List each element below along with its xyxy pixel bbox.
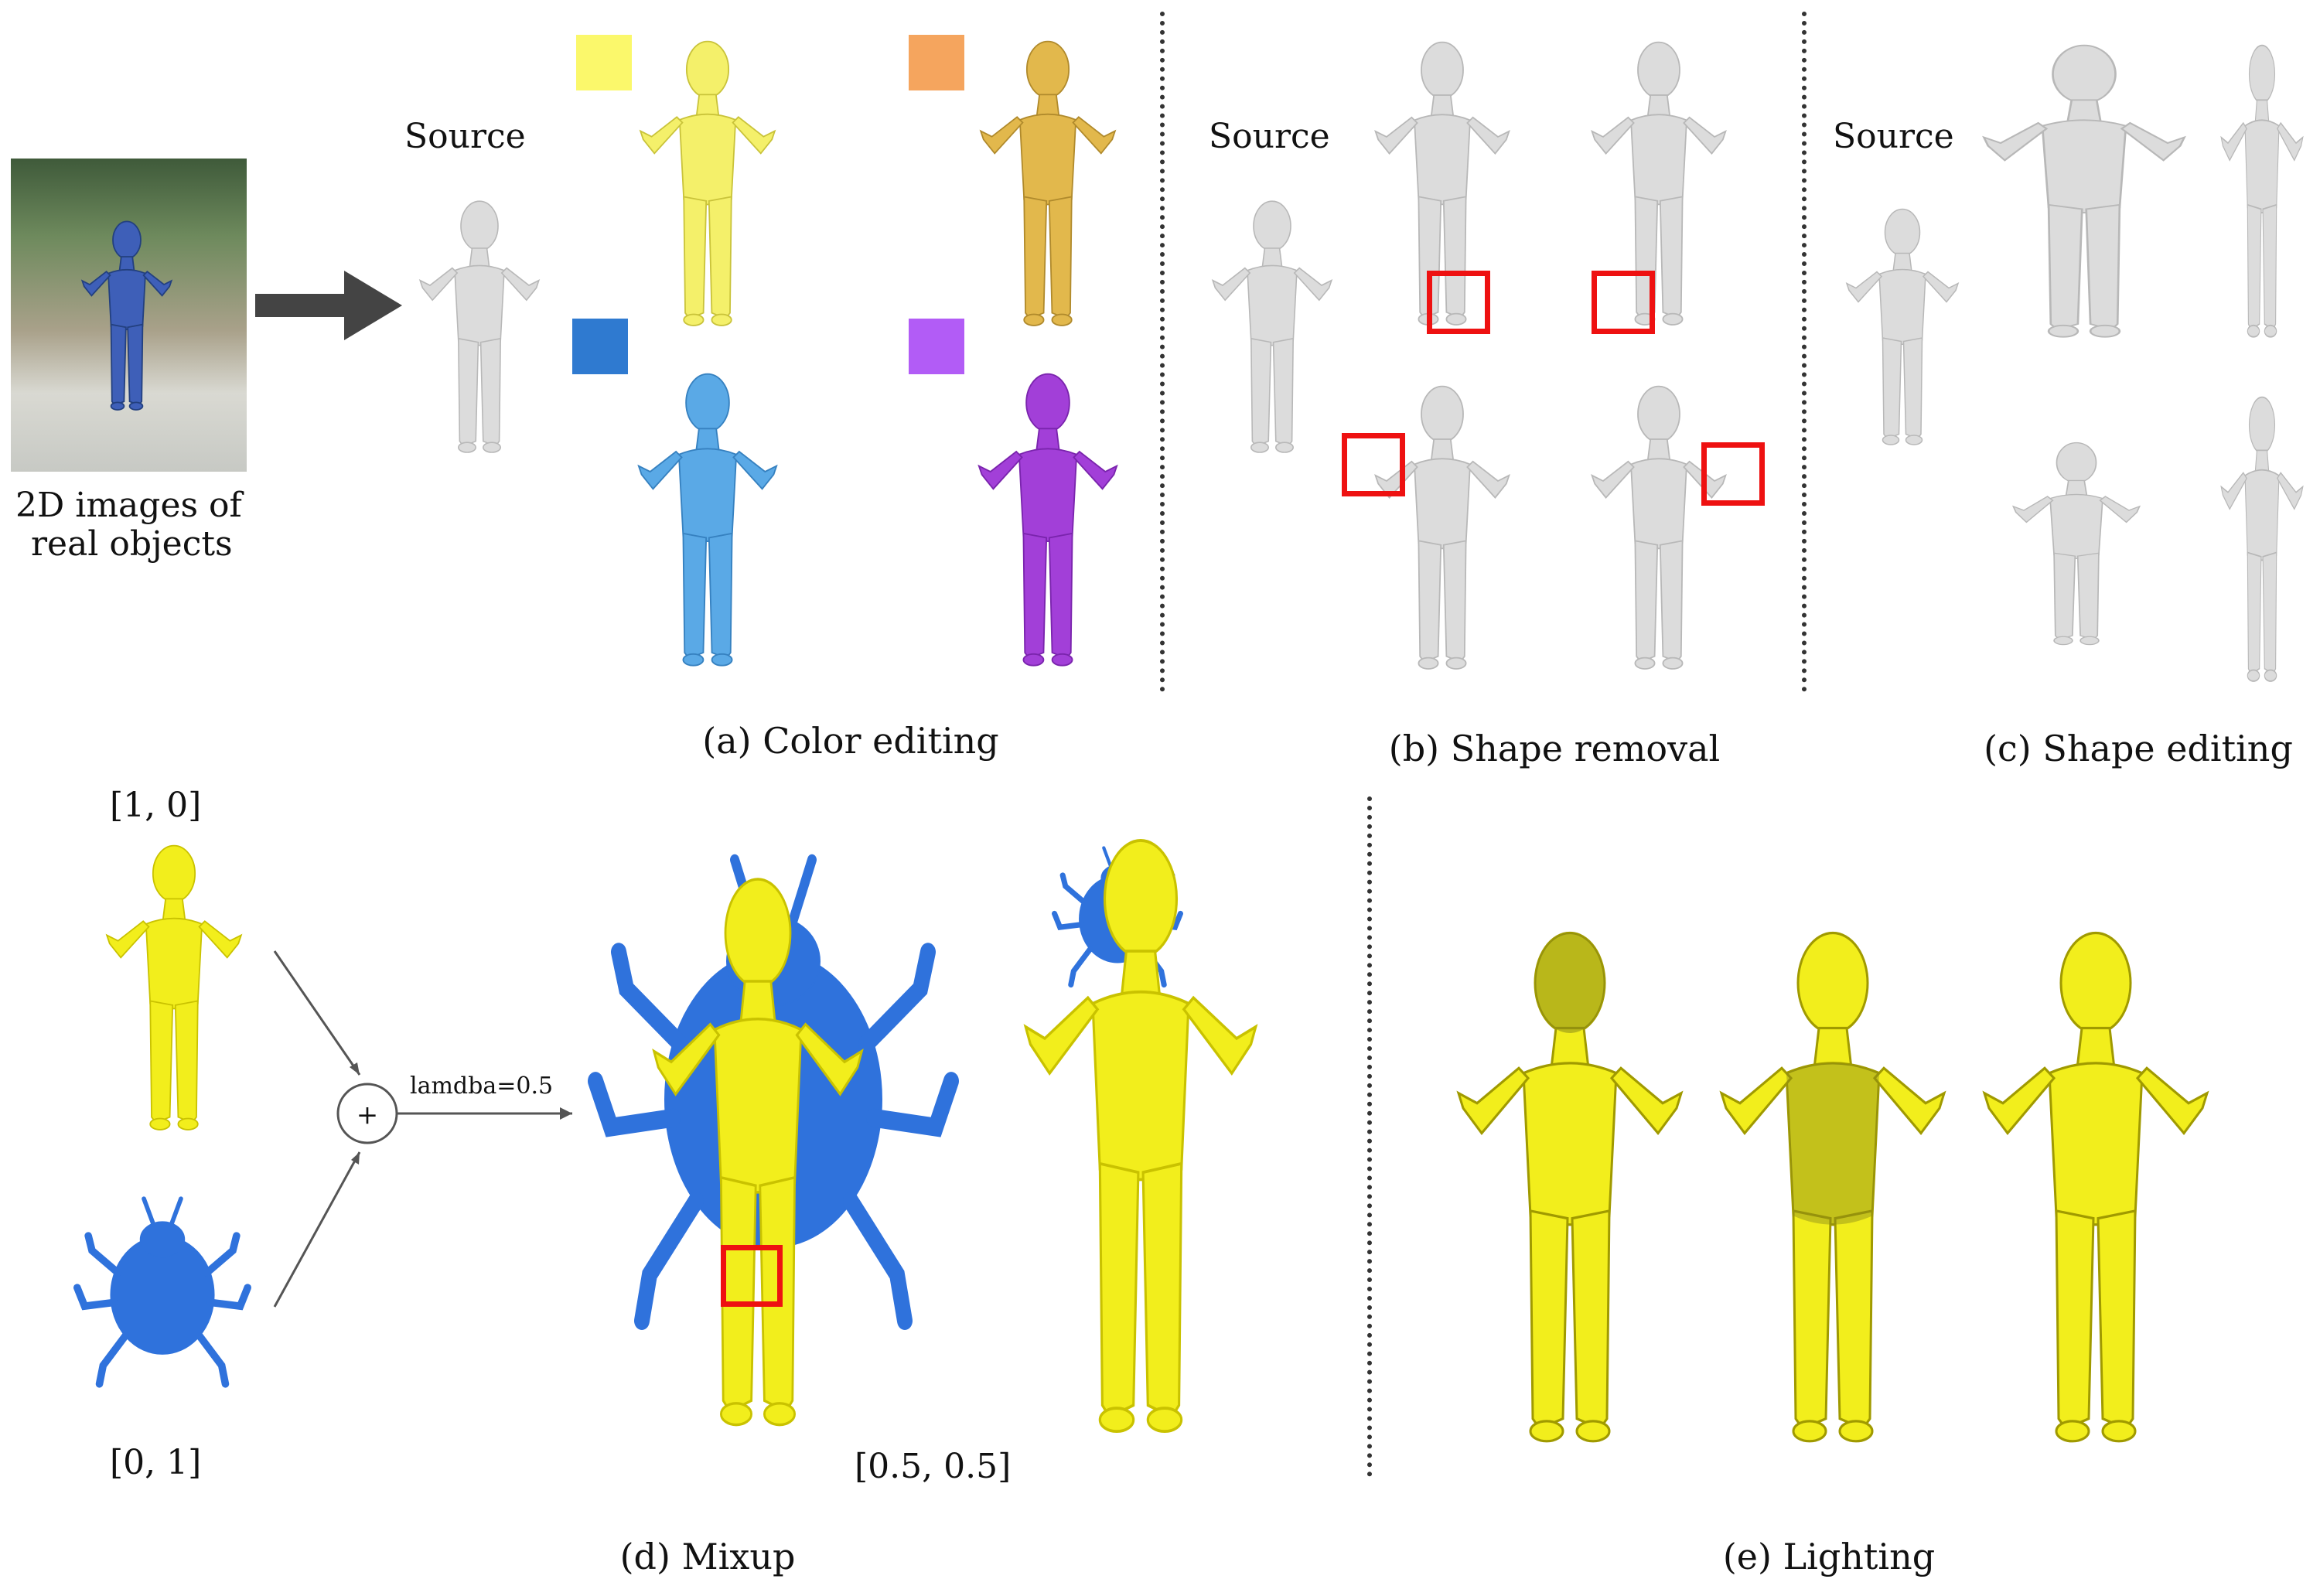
panel-b-source-label: Source xyxy=(1209,117,1330,156)
mixup-highlight-box xyxy=(721,1245,783,1307)
short-mesh xyxy=(2012,442,2141,646)
weight-bottom-label: [0, 1] xyxy=(110,1443,202,1482)
swatch-yellow xyxy=(576,35,632,90)
real-object-photo xyxy=(11,159,247,472)
removed-mesh-4 xyxy=(1591,385,1727,670)
yellow-mesh xyxy=(640,40,776,326)
panel-c-source-label: Source xyxy=(1833,117,1954,156)
mixup-human-body xyxy=(1024,839,1257,1434)
tall-thin-mesh xyxy=(2220,396,2304,682)
blue-bug-input xyxy=(73,1183,251,1400)
removal-box-4 xyxy=(1701,442,1765,506)
lit-mesh-2 xyxy=(1720,931,1946,1443)
light-blue-mesh xyxy=(637,373,778,667)
panel-e-caption: (e) Lighting xyxy=(1722,1536,1936,1577)
photo-caption-line1: 2D images of xyxy=(15,486,242,525)
panel-a-caption: (a) Color editing xyxy=(702,720,999,762)
orange-mesh xyxy=(980,40,1116,326)
panel-d-caption: (d) Mixup xyxy=(619,1536,796,1577)
divider-d-e xyxy=(1367,796,1372,1477)
photo-caption-line2: real objects xyxy=(31,524,233,564)
source-mesh-a xyxy=(419,200,540,453)
source-mesh-c xyxy=(1846,208,1959,445)
removal-box-2 xyxy=(1592,271,1655,334)
swatch-blue xyxy=(572,319,628,374)
swatch-orange xyxy=(909,35,964,90)
divider-b-c xyxy=(1802,12,1807,692)
lit-mesh-3 xyxy=(1983,931,2209,1443)
purple-mesh xyxy=(977,373,1118,667)
lit-mesh-1 xyxy=(1457,931,1683,1443)
removed-mesh-3 xyxy=(1374,385,1510,670)
thin-mesh xyxy=(2220,44,2304,338)
source-mesh-b xyxy=(1212,200,1332,453)
mixup-human-overlay xyxy=(652,878,864,1427)
panel-a-source-label: Source xyxy=(404,117,526,156)
lambda-label: lamdba=0.5 xyxy=(410,1073,554,1100)
divider-a-b xyxy=(1160,12,1165,692)
panel-b-caption: (b) Shape removal xyxy=(1388,728,1721,769)
panel-c-caption: (c) Shape editing xyxy=(1984,728,2293,769)
wide-mesh xyxy=(1983,44,2185,339)
mixup-connectors xyxy=(273,950,572,1308)
yellow-human-input xyxy=(106,844,242,1130)
removal-box-1 xyxy=(1427,271,1490,334)
right-arrow-icon xyxy=(255,271,402,340)
weight-result-label: [0.5, 0.5] xyxy=(855,1447,1012,1486)
removal-box-3 xyxy=(1342,433,1405,496)
swatch-purple xyxy=(909,319,964,374)
blue-figure-icon xyxy=(81,220,172,411)
plus-symbol: + xyxy=(356,1100,379,1130)
weight-top-label: [1, 0] xyxy=(110,786,202,825)
